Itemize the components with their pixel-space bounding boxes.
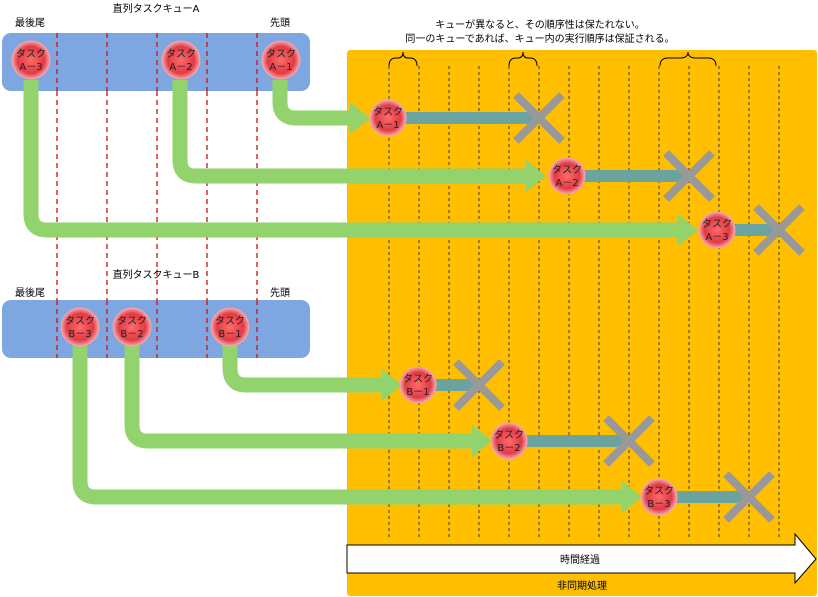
task-id: B－2 <box>497 443 520 454</box>
task-label: タスク <box>494 429 524 441</box>
arrow-b2 <box>124 345 474 449</box>
queue-b-bar <box>2 300 310 358</box>
queue-b-dividers <box>56 300 258 358</box>
task-id: A－2 <box>555 178 578 189</box>
arrow-b1 <box>222 345 384 393</box>
exec-bar-b1 <box>434 379 479 391</box>
cross-icon <box>453 359 505 411</box>
cross-icon <box>723 471 775 523</box>
task-label: タスク <box>117 315 147 327</box>
task-id: A－1 <box>376 120 399 131</box>
task-label: タスク <box>166 48 196 60</box>
task-label: タスク <box>702 218 732 230</box>
completion-crosses <box>453 92 805 523</box>
task-id: B－3 <box>68 329 91 340</box>
cross-icon <box>513 92 565 144</box>
arrowhead-a3 <box>678 214 698 246</box>
task-id: A－1 <box>269 62 292 73</box>
arrowhead-a2 <box>526 160 546 192</box>
exec-bar-a1 <box>404 112 539 124</box>
cross-icon <box>753 204 805 256</box>
task-id: B－1 <box>406 387 429 398</box>
queue-a-head-label: 先頭 <box>270 17 290 29</box>
time-arrow <box>346 532 817 585</box>
note-line-1: キューが異なると、その順序性は保たれない。 <box>435 18 645 31</box>
task-label: タスク <box>644 485 674 497</box>
async-area <box>347 50 817 596</box>
arrowhead-b2 <box>472 425 492 457</box>
arrow-a1 <box>272 80 352 126</box>
brace-icon <box>508 51 538 67</box>
time-label: 時間経過 <box>560 553 600 566</box>
flow-arrows <box>23 80 680 505</box>
exec-task-b2: タスク B－2 <box>490 422 528 460</box>
exec-bar-b3 <box>676 491 751 503</box>
task-label: タスク <box>373 106 403 118</box>
task-id: A－2 <box>169 62 192 73</box>
task-id: A－3 <box>19 62 42 73</box>
queue-b-head-label: 先頭 <box>270 287 290 299</box>
queue-a-dividers <box>56 33 258 91</box>
exec-bar-a3 <box>734 224 779 236</box>
queue-a-task: タスク A－3 <box>11 40 51 80</box>
task-id: B－3 <box>647 499 670 510</box>
arrowhead-b3 <box>622 481 642 513</box>
arrowhead-b1 <box>382 369 402 401</box>
flow-arrowheads <box>350 102 698 513</box>
brace-markers <box>388 51 717 67</box>
cross-icon <box>663 150 715 202</box>
exec-task-a3: タスク A－3 <box>698 211 736 249</box>
exec-task-b1: タスク B－1 <box>399 366 437 404</box>
task-label: タスク <box>16 48 46 60</box>
note-line-2: 同一のキューであれば、キュー内の実行順序は保証される。 <box>405 32 674 45</box>
exec-bar-a2 <box>584 170 689 182</box>
arrow-b3 <box>72 345 624 505</box>
queue-b-task: タスク B－2 <box>112 307 152 347</box>
task-id: A－3 <box>705 232 728 243</box>
exec-task-b3: タスク B－3 <box>640 478 678 516</box>
task-label: タスク <box>403 373 433 385</box>
queue-b-task: タスク B－1 <box>210 307 250 347</box>
queue-b-tail-label: 最後尾 <box>15 286 45 299</box>
queue-a-task: タスク A－1 <box>261 40 301 80</box>
queue-b-title: 直列タスクキューB <box>113 268 200 281</box>
task-id: B－1 <box>218 329 241 340</box>
execution-bars <box>404 112 779 503</box>
task-id: B－2 <box>120 329 143 340</box>
arrowhead-a1 <box>350 102 370 134</box>
arrow-a2 <box>172 80 528 184</box>
brace-icon <box>388 51 418 67</box>
cross-icon <box>603 415 655 467</box>
exec-task-a2: タスク A－2 <box>548 157 586 195</box>
brace-icon <box>659 51 717 67</box>
queue-a-tail-label: 最後尾 <box>15 16 45 29</box>
exec-task-a1: タスク A－1 <box>369 99 407 137</box>
queue-gap-dividers <box>56 91 258 300</box>
queue-b-task: タスク B－3 <box>60 307 100 347</box>
queue-a-title: 直列タスクキューA <box>113 2 200 15</box>
arrow-a3 <box>23 80 680 238</box>
queue-a-task: タスク A－2 <box>161 40 201 80</box>
exec-bar-b2 <box>526 435 631 447</box>
task-label: タスク <box>552 164 582 176</box>
async-area-label: 非同期処理 <box>557 579 607 592</box>
timeline-dividers <box>388 66 780 540</box>
task-label: タスク <box>266 48 296 60</box>
task-label: タスク <box>215 315 245 327</box>
queue-a-bar <box>2 33 310 91</box>
task-label: タスク <box>65 315 95 327</box>
